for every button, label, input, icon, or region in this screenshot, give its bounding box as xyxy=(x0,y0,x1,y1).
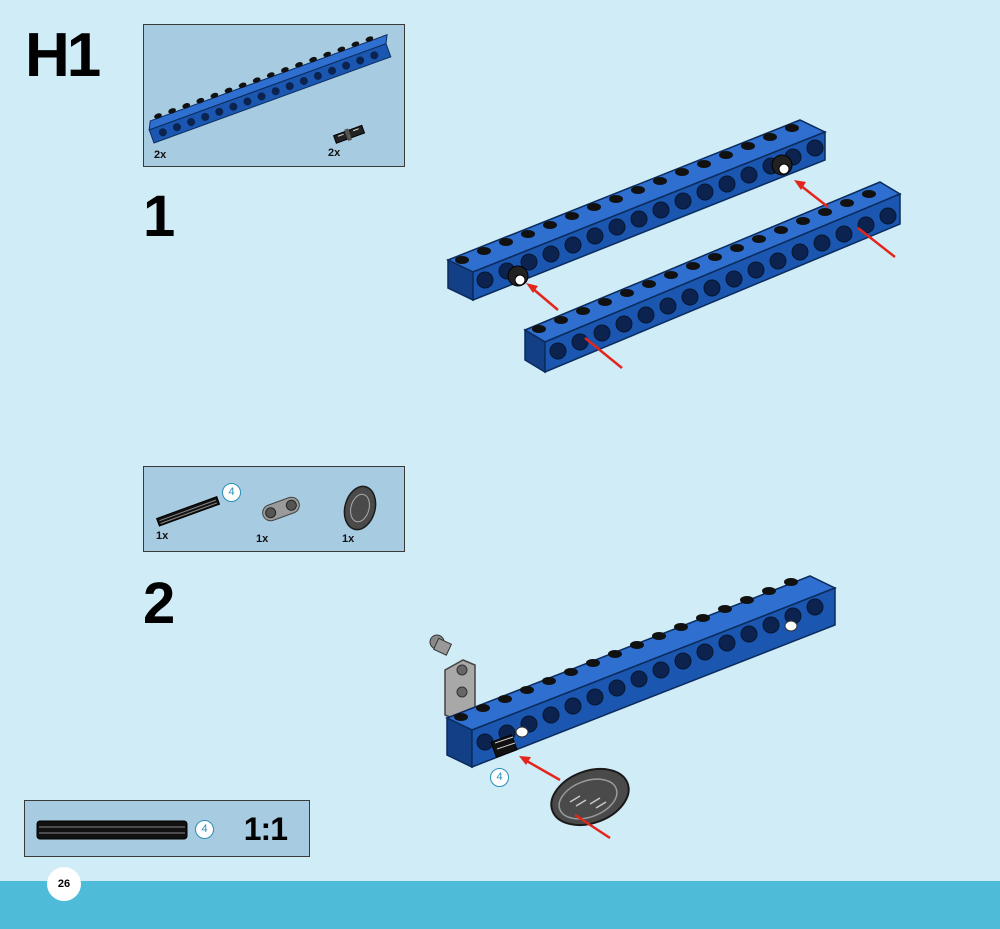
step-2-assembly-illustration xyxy=(429,575,837,840)
parts-list-step-1: 2x 2x xyxy=(143,24,405,167)
black-friction-pin-icon xyxy=(332,124,366,144)
axle-size-badge: 4 xyxy=(222,483,241,502)
black-axle-icon xyxy=(490,734,518,758)
parts-list-step-2: 4 1x 1x 1x xyxy=(143,466,405,552)
assembly-arrow-icon xyxy=(519,756,611,840)
dark-grey-wheel-icon xyxy=(550,767,630,827)
blue-technic-beam-icon xyxy=(523,181,902,374)
axle-size-badge: 4 xyxy=(490,768,509,787)
scale-reference-box: 4 1:1 xyxy=(24,800,310,857)
page-number: 26 xyxy=(47,867,81,901)
assembly-arrow-icon xyxy=(526,180,896,369)
black-axle-icon xyxy=(155,495,221,527)
footer-bar xyxy=(0,881,1000,929)
part-quantity: 2x xyxy=(328,147,341,159)
step-1-assembly-illustration xyxy=(446,119,902,374)
scale-ratio: 1:1 xyxy=(243,811,288,847)
black-axle-icon xyxy=(36,820,188,840)
blue-technic-beam-icon xyxy=(445,575,837,769)
grey-connector-icon xyxy=(429,634,476,721)
black-friction-pin-icon xyxy=(507,154,793,287)
part-quantity: 2x xyxy=(154,149,167,161)
part-quantity: 1x xyxy=(256,533,269,545)
part-quantity: 1x xyxy=(342,533,355,545)
dark-grey-wheel-icon xyxy=(343,485,377,531)
blue-technic-beam-icon xyxy=(148,34,392,144)
axle-size-badge: 4 xyxy=(195,820,214,839)
part-quantity: 1x xyxy=(156,530,169,542)
blue-technic-beam-icon xyxy=(446,119,827,302)
section-title: H1 xyxy=(25,21,101,90)
step-number: 2 xyxy=(143,571,176,636)
step-number: 1 xyxy=(143,184,176,249)
grey-connector-icon xyxy=(262,496,300,522)
